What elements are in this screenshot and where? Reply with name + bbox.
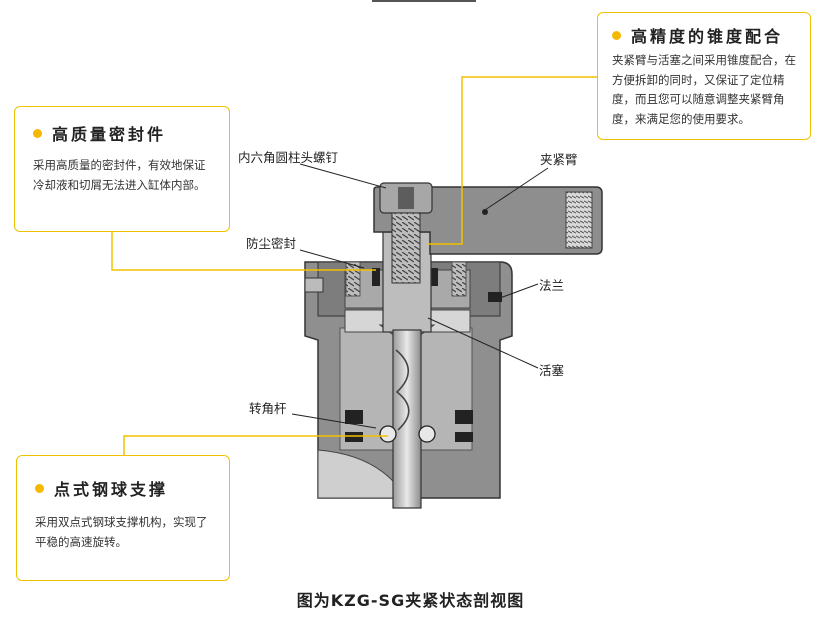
label-clamp-arm: 夹紧臂 (540, 152, 578, 167)
callout-seal-text: 采用高质量的密封件，有效地保证冷却液和切屑无法进入缸体内部。 (33, 158, 206, 192)
figure-caption: 图为KZG-SG夹紧状态剖视图 (296, 591, 525, 610)
label-piston: 活塞 (539, 363, 565, 378)
bullet-dot-icon (33, 128, 42, 138)
label-flange: 法兰 (539, 278, 565, 293)
callout-ball: 点式钢球支撑 采用双点式钢球支撑机构，实现了平稳的高速旋转。 (16, 455, 230, 581)
callout-cone-text: 夹紧臂与活塞之间采用锥度配合，在方便拆卸的同时，又保证了定位精度，而且您可以随意… (612, 53, 796, 126)
callout-cone: 高精度的锥度配合 夹紧臂与活塞之间采用锥度配合，在方便拆卸的同时，又保证了定位精… (597, 12, 811, 140)
callout-cone-title: 高精度的锥度配合 (631, 27, 784, 46)
label-hex-screw: 内六角圆柱头螺钉 (238, 150, 339, 165)
label-swivel-rod: 转角杆 (249, 401, 287, 416)
leader-lines (291, 163, 549, 429)
top-rule (372, 0, 476, 2)
bullet-dot-icon (35, 483, 44, 493)
label-dust-seal: 防尘密封 (246, 236, 297, 251)
bullet-dot-icon (612, 30, 621, 40)
callout-seal: 高质量密封件 采用高质量的密封件，有效地保证冷却液和切屑无法进入缸体内部。 (14, 106, 230, 232)
callout-ball-title: 点式钢球支撑 (54, 480, 169, 499)
hex-screw-part (379, 182, 433, 284)
steel-ball-left (379, 425, 397, 443)
callout-connectors (111, 76, 597, 455)
steel-ball-right (418, 425, 436, 443)
callout-seal-title: 高质量密封件 (52, 125, 167, 144)
callout-ball-text: 采用双点式钢球支撑机构，实现了平稳的高速旋转。 (35, 515, 208, 549)
